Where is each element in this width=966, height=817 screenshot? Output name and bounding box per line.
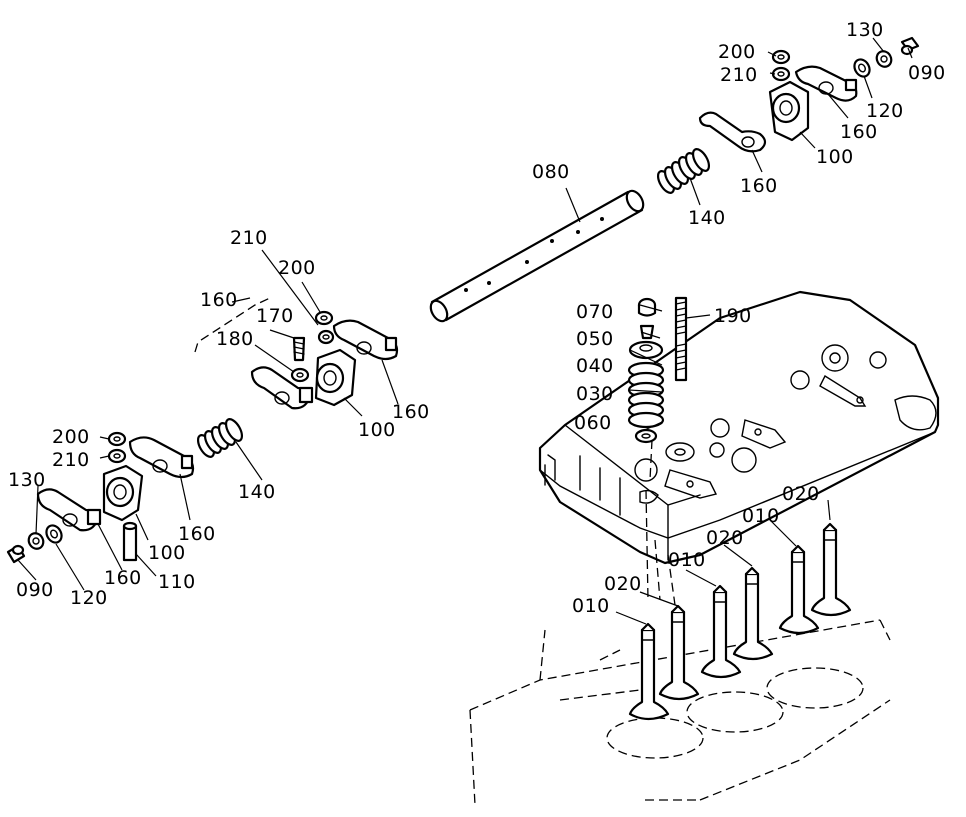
- label-100-middle: 100: [358, 419, 396, 441]
- nut-180: [290, 367, 310, 383]
- washer-120-left: [45, 524, 63, 544]
- label-070: 070: [576, 301, 614, 323]
- label-020-c: 020: [604, 573, 642, 595]
- assembly-lines: [194, 296, 676, 606]
- label-140-lower: 140: [238, 481, 276, 503]
- label-050: 050: [576, 328, 614, 350]
- label-010-a: 010: [742, 505, 780, 527]
- rocker-arm-160-mid-a: [332, 319, 399, 361]
- label-170: 170: [256, 305, 294, 327]
- spring-pin-130-upper: [875, 50, 893, 68]
- adjust-screw-170: [292, 336, 306, 362]
- label-130-left: 130: [8, 469, 46, 491]
- label-140-upper: 140: [688, 207, 726, 229]
- label-100-top-right: 100: [816, 146, 854, 168]
- label-180: 180: [216, 328, 254, 350]
- rocker-bracket-100-upper: [768, 80, 810, 142]
- spring-retainer-040: [628, 340, 664, 360]
- label-160-left: 160: [178, 523, 216, 545]
- plug-090-left: [6, 544, 26, 564]
- part-labels: 130 200 210 090 120 160 100 160 080 140 …: [8, 19, 946, 617]
- label-200-top-right: 200: [718, 41, 756, 63]
- washer-210-left: [107, 448, 127, 464]
- rocker-bracket-100-left: [102, 464, 144, 522]
- valve-010-c: [778, 544, 820, 635]
- label-200-middle: 200: [278, 257, 316, 279]
- stud-bolt-190: [674, 296, 688, 382]
- rocker-arm-160-upper-a: [698, 111, 767, 153]
- label-210-middle: 210: [230, 227, 268, 249]
- label-090-left: 090: [16, 579, 54, 601]
- label-130-top-right: 130: [846, 19, 884, 41]
- spring-seat-060: [634, 428, 658, 444]
- rocker-spring-140-lower: [196, 418, 244, 458]
- label-020-a: 020: [782, 483, 820, 505]
- label-020-b: 020: [706, 527, 744, 549]
- rocker-spring-140-upper: [656, 148, 711, 194]
- label-040: 040: [576, 355, 614, 377]
- label-210-top-right: 210: [720, 64, 758, 86]
- spring-pin-130-left: [27, 532, 45, 550]
- label-210-left: 210: [52, 449, 90, 471]
- label-160-middle-group: 160: [200, 289, 238, 311]
- label-160-left-lower: 160: [104, 567, 142, 589]
- label-160-upper: 160: [740, 175, 778, 197]
- label-010-c: 010: [572, 595, 610, 617]
- label-090-top-right: 090: [908, 62, 946, 84]
- label-120-left: 120: [70, 587, 108, 609]
- label-160-middle: 160: [392, 401, 430, 423]
- plug-090-upper: [900, 36, 920, 56]
- label-080-rocker-shaft: 080: [532, 161, 570, 183]
- label-120-top-right: 120: [866, 100, 904, 122]
- valve-010-a: [628, 622, 670, 721]
- label-030: 030: [576, 383, 614, 405]
- label-010-b: 010: [668, 549, 706, 571]
- engine-block-outline: [469, 619, 891, 806]
- rocker-arm-160-left-b: [36, 488, 102, 532]
- washer-200-mid: [314, 310, 334, 326]
- label-190: 190: [714, 305, 752, 327]
- washer-200-upper: [771, 49, 791, 65]
- valve-010-b: [700, 584, 742, 679]
- rocker-arm-160-upper-b: [794, 65, 858, 102]
- valve-spring-030: [627, 361, 665, 429]
- rocker-arm-160-left-a: [128, 436, 195, 479]
- washer-210-mid: [317, 329, 335, 345]
- label-110: 110: [158, 571, 196, 593]
- label-160-top-right: 160: [840, 121, 878, 143]
- label-100-left: 100: [148, 542, 186, 564]
- washer-120-upper: [853, 58, 871, 78]
- rocker-bracket-100-mid: [314, 348, 357, 407]
- rocker-shaft-080: [429, 189, 645, 323]
- washer-200-left: [107, 431, 127, 447]
- valve-020-b: [732, 566, 774, 661]
- pin-110: [122, 521, 138, 562]
- valve-020-c: [810, 522, 852, 617]
- label-060: 060: [574, 412, 612, 434]
- leader-lines: [17, 37, 913, 625]
- washer-210-upper: [771, 66, 791, 82]
- cylinder-head: [538, 290, 940, 565]
- label-200-left: 200: [52, 426, 90, 448]
- rocker-arm-160-mid-b: [250, 366, 314, 410]
